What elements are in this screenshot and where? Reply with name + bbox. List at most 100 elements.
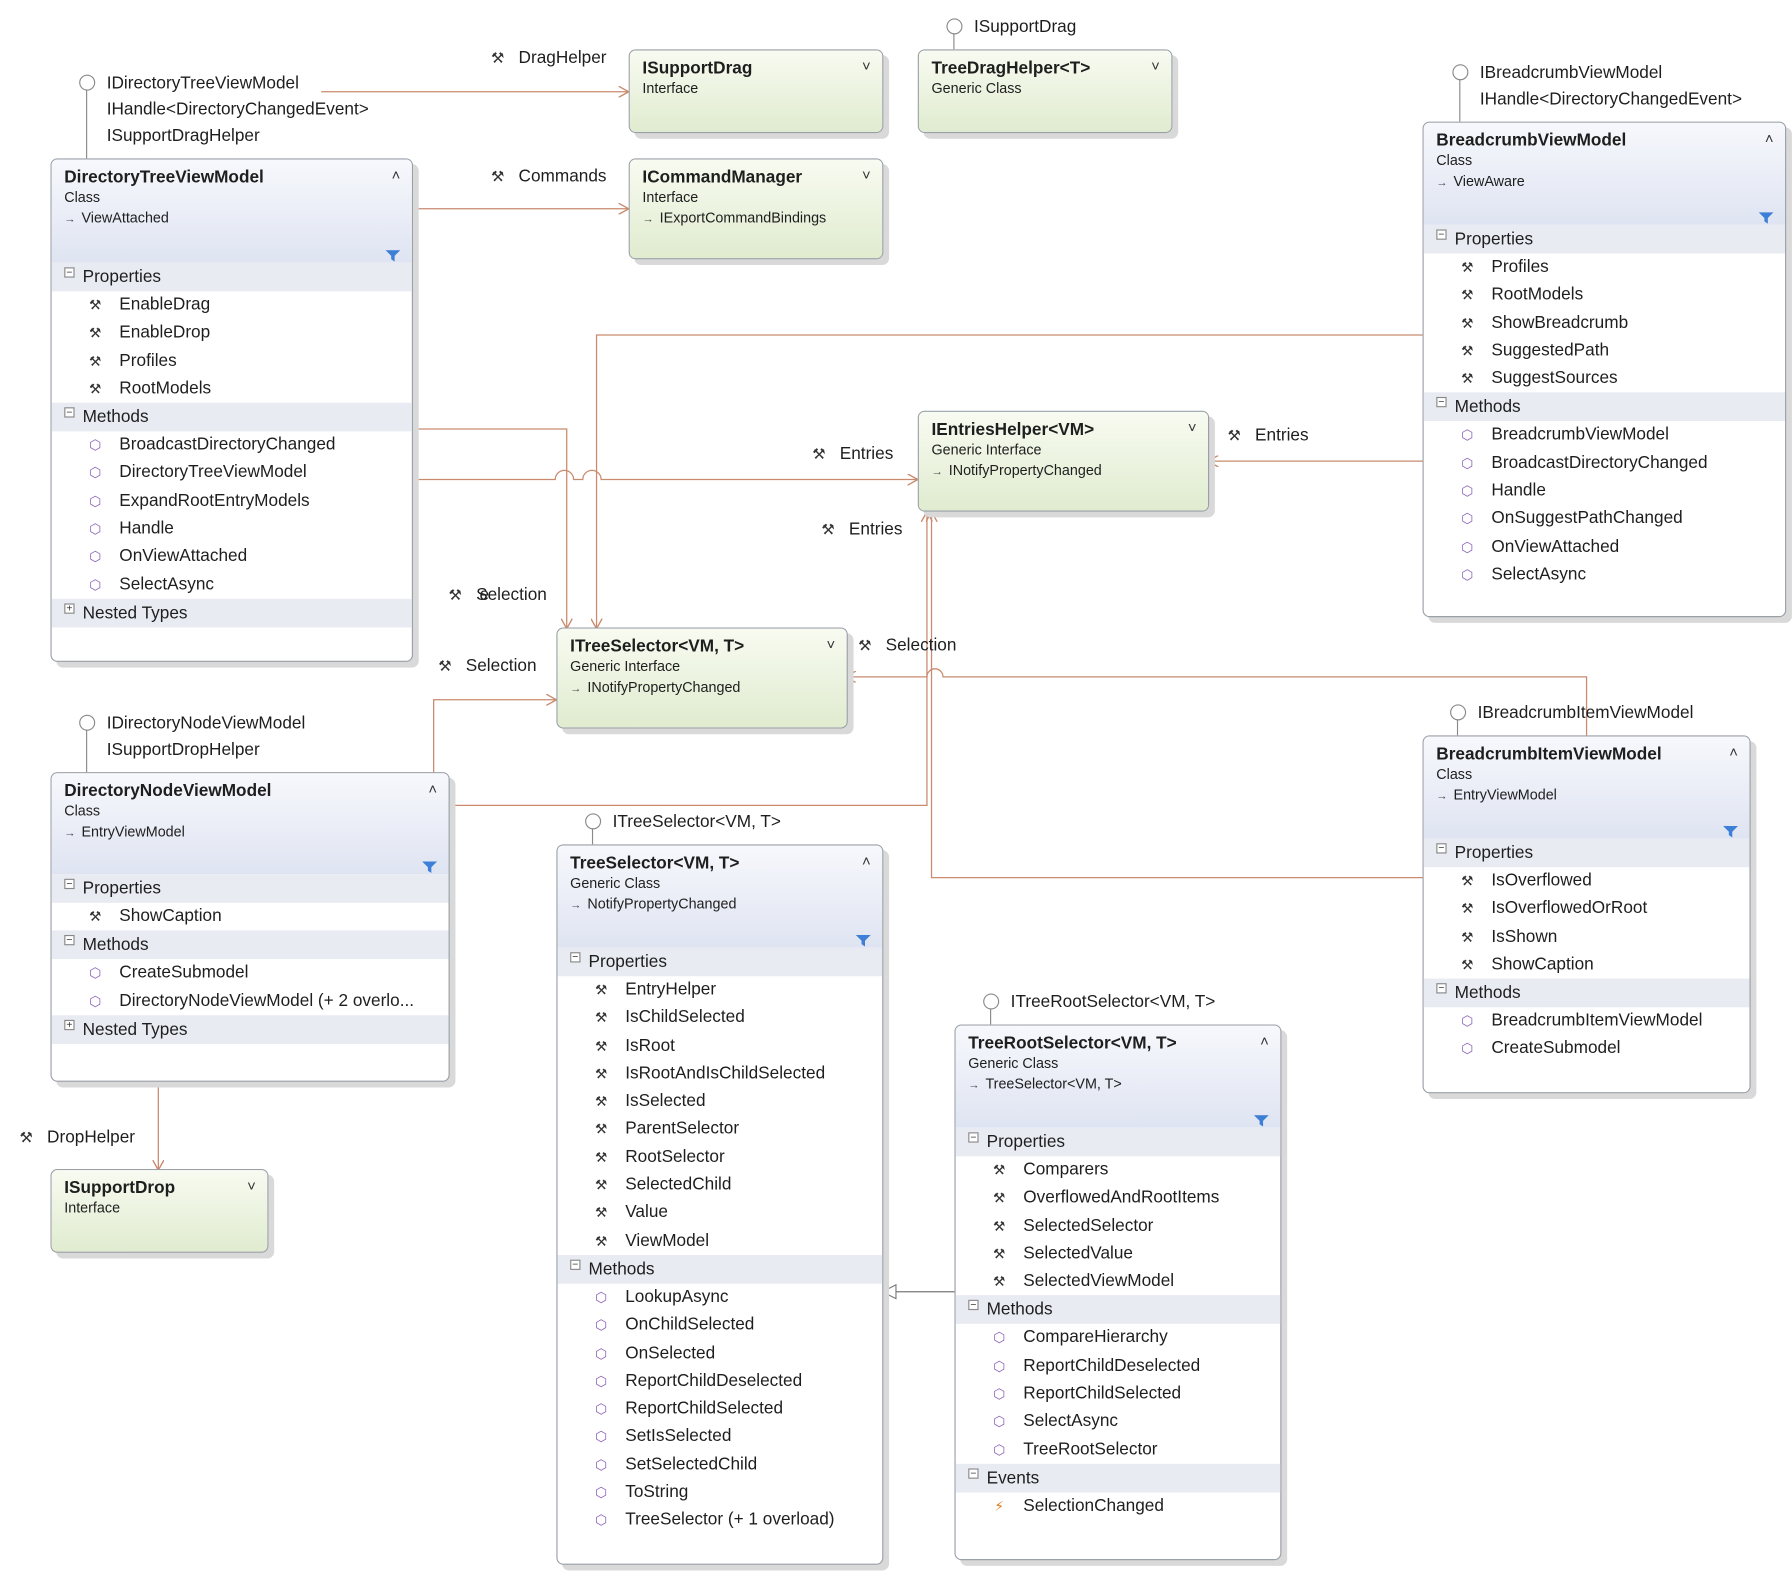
property-item[interactable]: ⚒IsOverflowedOrRoot [1424, 895, 1750, 923]
method-item[interactable]: ⬡ReportChildDeselected [956, 1352, 1281, 1380]
collapse-toggle-icon[interactable]: − [570, 952, 581, 963]
property-item[interactable]: ⚒SelectedValue [956, 1240, 1281, 1268]
property-item[interactable]: ⚒SelectedSelector [956, 1212, 1281, 1240]
property-item[interactable]: ⚒SelectedViewModel [956, 1268, 1281, 1296]
expand-collapse-chevron-icon[interactable]: ˄ [391, 166, 401, 184]
filter-icon[interactable] [422, 858, 438, 874]
rootselector-box[interactable]: TreeRootSelector<VM, T>Generic Class→Tre… [954, 1024, 1282, 1561]
method-item[interactable]: ⬡CreateSubmodel [1424, 1035, 1750, 1063]
method-item[interactable]: ⬡OnSuggestPathChanged [1424, 505, 1785, 533]
method-item[interactable]: ⬡ToString [558, 1479, 883, 1507]
method-item[interactable]: ⬡BreadcrumbItemViewModel [1424, 1007, 1750, 1035]
expand-collapse-chevron-icon[interactable]: ˅ [1151, 57, 1160, 75]
filter-icon[interactable] [855, 932, 871, 947]
property-item[interactable]: ⚒ShowCaption [1424, 951, 1750, 979]
property-item[interactable]: ⚒ShowBreadcrumb [1424, 309, 1785, 337]
method-item[interactable]: ⬡OnSelected [558, 1339, 883, 1367]
properties-header[interactable]: −Properties [1423, 838, 1750, 868]
properties-header[interactable]: −Properties [955, 1127, 1281, 1157]
method-item[interactable]: ⬡CompareHierarchy [956, 1324, 1281, 1352]
method-item[interactable]: ⬡SelectAsync [52, 571, 412, 599]
events-header[interactable]: −Events [955, 1463, 1281, 1493]
methods-header[interactable]: −Methods [955, 1295, 1281, 1325]
collapse-toggle-icon[interactable]: + [64, 603, 75, 614]
properties-header[interactable]: −Properties [1423, 224, 1786, 254]
property-item[interactable]: ⚒SuggestedPath [1424, 337, 1785, 365]
method-item[interactable]: ⬡BroadcastDirectoryChanged [52, 432, 412, 460]
property-item[interactable]: ⚒IsShown [1424, 923, 1750, 951]
expand-collapse-chevron-icon[interactable]: ˄ [1764, 129, 1774, 147]
properties-header[interactable]: −Properties [51, 262, 412, 292]
collapse-toggle-icon[interactable]: − [968, 1300, 979, 1311]
expand-collapse-chevron-icon[interactable]: ˅ [247, 1177, 256, 1195]
property-item[interactable]: ⚒RootModels [1424, 281, 1785, 309]
method-item[interactable]: ⬡ReportChildSelected [558, 1395, 883, 1423]
method-item[interactable]: ⬡BroadcastDirectoryChanged [1424, 449, 1785, 477]
methods-header[interactable]: −Methods [51, 402, 412, 432]
methods-header[interactable]: −Methods [1423, 392, 1786, 422]
collapse-toggle-icon[interactable]: − [570, 1259, 581, 1270]
method-item[interactable]: ⬡SetSelectedChild [558, 1451, 883, 1479]
expand-collapse-chevron-icon[interactable]: ˄ [1260, 1032, 1269, 1050]
methods-header[interactable]: −Methods [51, 930, 449, 960]
method-item[interactable]: ⬡DirectoryTreeViewModel [52, 459, 412, 487]
ientrieshelper-box[interactable]: IEntriesHelper<VM>Generic Interface→INot… [917, 410, 1210, 512]
method-item[interactable]: ⬡LookupAsync [558, 1284, 883, 1312]
itreeselector-box[interactable]: ITreeSelector<VM, T>Generic Interface→IN… [556, 627, 848, 729]
method-item[interactable]: ⬡DirectoryNodeViewModel (+ 2 overlo... [52, 987, 449, 1015]
property-item[interactable]: ⚒EnableDrag [52, 291, 412, 319]
methods-header[interactable]: −Methods [1423, 978, 1750, 1008]
property-item[interactable]: ⚒IsSelected [558, 1088, 883, 1116]
ientrieshelper-header[interactable]: IEntriesHelper<VM>Generic Interface→INot… [918, 411, 1209, 511]
property-item[interactable]: ⚒IsRootAndIsChildSelected [558, 1060, 883, 1088]
property-item[interactable]: ⚒Profiles [52, 347, 412, 375]
treeselector-box[interactable]: TreeSelector<VM, T>Generic Class→NotifyP… [556, 844, 884, 1565]
rootselector-header[interactable]: TreeRootSelector<VM, T>Generic Class→Tre… [955, 1025, 1281, 1128]
nested-types-header[interactable]: +Nested Types [51, 1015, 449, 1044]
treeselector-header[interactable]: TreeSelector<VM, T>Generic Class→NotifyP… [557, 845, 883, 948]
collapse-toggle-icon[interactable]: − [1436, 397, 1447, 408]
property-item[interactable]: ⚒IsRoot [558, 1032, 883, 1060]
method-item[interactable]: ⬡SelectAsync [956, 1408, 1281, 1436]
method-item[interactable]: ⬡TreeRootSelector [956, 1436, 1281, 1464]
method-item[interactable]: ⬡OnViewAttached [52, 543, 412, 571]
properties-header[interactable]: −Properties [51, 874, 449, 903]
expand-collapse-chevron-icon[interactable]: ˄ [428, 780, 438, 798]
expand-collapse-chevron-icon[interactable]: ˅ [1187, 418, 1197, 436]
property-item[interactable]: ⚒Profiles [1424, 254, 1785, 282]
itreeselector-header[interactable]: ITreeSelector<VM, T>Generic Interface→IN… [557, 628, 847, 728]
treedraghelper-header[interactable]: TreeDragHelper<T>Generic Class˅ [918, 50, 1172, 132]
property-item[interactable]: ⚒Comparers [956, 1156, 1281, 1184]
property-item[interactable]: ⚒SuggestSources [1424, 365, 1785, 393]
property-item[interactable]: ⚒RootModels [52, 375, 412, 403]
property-item[interactable]: ⚒Value [558, 1199, 883, 1227]
filter-icon[interactable] [1723, 823, 1739, 838]
nested-types-header[interactable]: +Nested Types [51, 598, 412, 628]
expand-collapse-chevron-icon[interactable]: ˅ [826, 635, 836, 653]
method-item[interactable]: ⬡OnChildSelected [558, 1312, 883, 1340]
property-item[interactable]: ⚒IsChildSelected [558, 1004, 883, 1032]
method-item[interactable]: ⬡ReportChildDeselected [558, 1367, 883, 1395]
collapse-toggle-icon[interactable]: − [1436, 983, 1447, 994]
collapse-toggle-icon[interactable]: − [64, 878, 75, 890]
method-item[interactable]: ⬡Handle [52, 515, 412, 543]
method-item[interactable]: ⬡Handle [1424, 477, 1785, 505]
method-item[interactable]: ⬡ExpandRootEntryModels [52, 487, 412, 515]
property-item[interactable]: ⚒ShowCaption [52, 903, 449, 931]
method-item[interactable]: ⬡OnViewAttached [1424, 533, 1785, 561]
event-item[interactable]: ⚡SelectionChanged [956, 1492, 1281, 1520]
property-item[interactable]: ⚒EnableDrop [52, 319, 412, 347]
collapse-toggle-icon[interactable]: − [64, 267, 75, 278]
